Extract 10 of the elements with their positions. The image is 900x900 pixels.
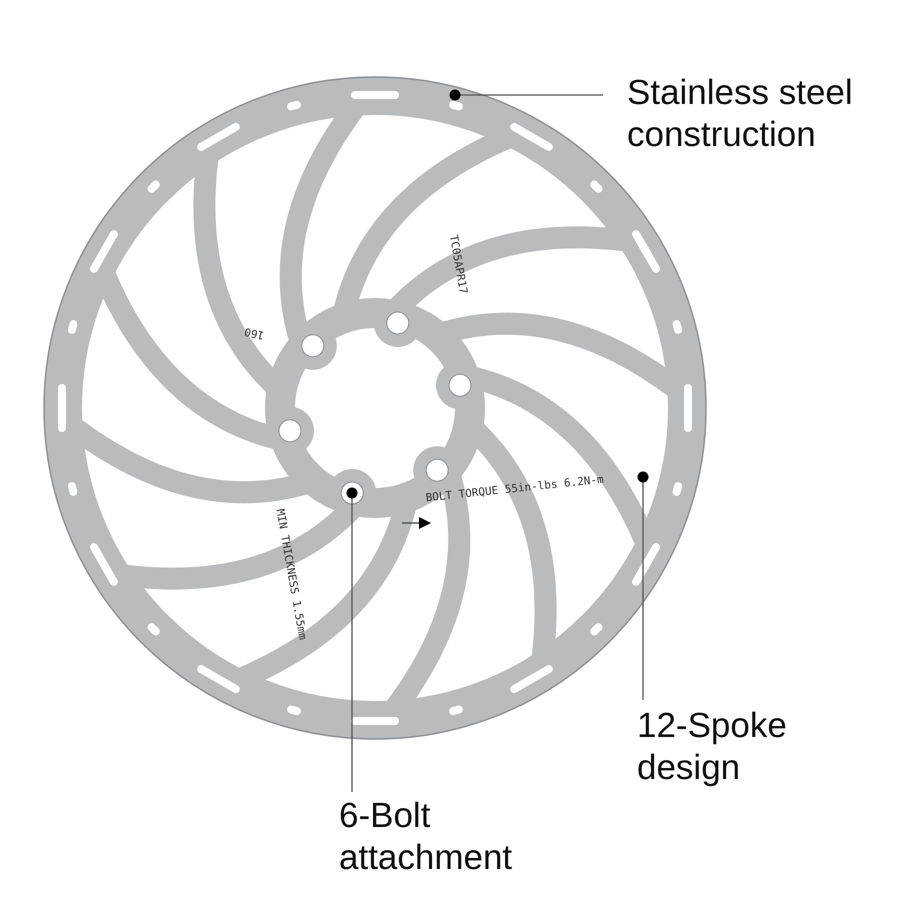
engraved-text: TC05APR17 (446, 234, 470, 295)
leader-line (638, 472, 648, 700)
engraved-text: MIN THICKNESS 1.55mm (274, 508, 310, 641)
leader-line (450, 90, 603, 100)
leader-line (346, 488, 358, 792)
callout-text: 6-Bolt attachment (339, 795, 514, 879)
engraved-text: BOLT TORQUE 55in-lbs 6.2N-m (425, 472, 604, 504)
engraved-text: 160 (243, 325, 266, 342)
callout-text: 12-Spoke design (637, 705, 788, 789)
callout-text: Stainless steel construction (627, 72, 854, 156)
